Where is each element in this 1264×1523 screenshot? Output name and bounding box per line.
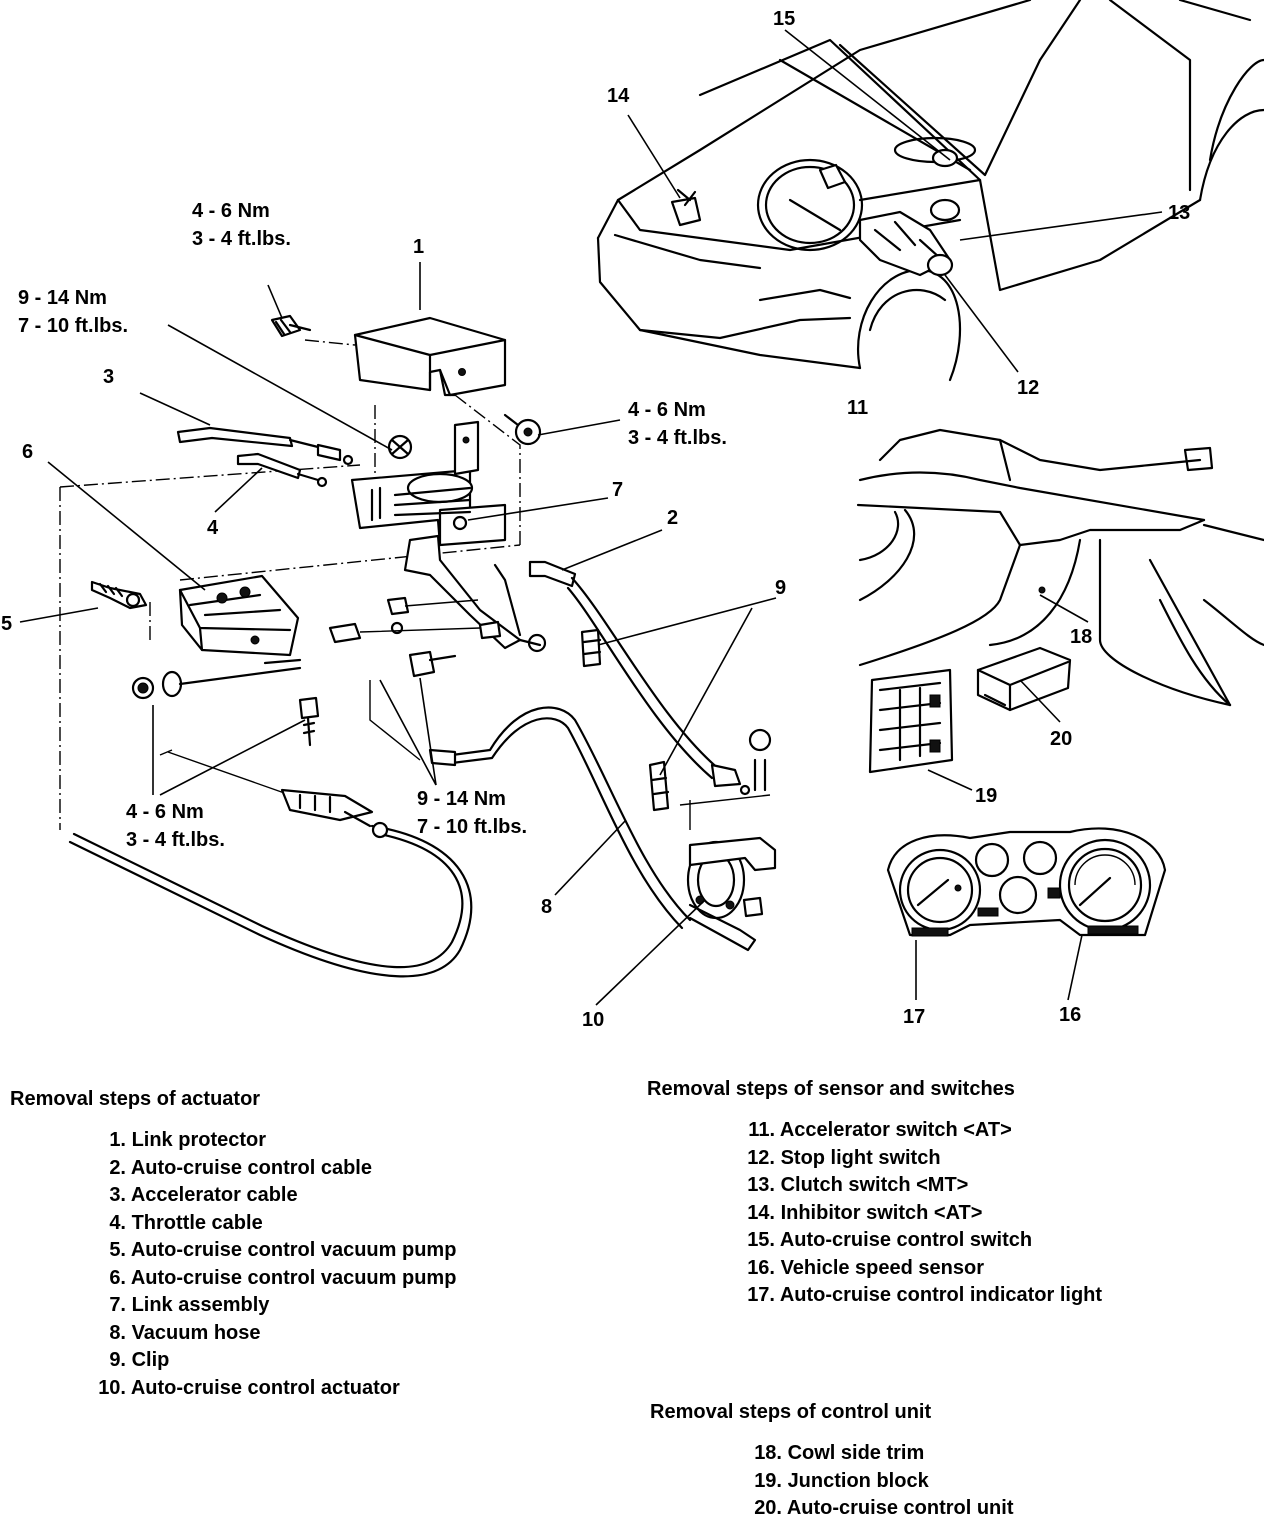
callout-8: 8	[541, 896, 552, 918]
torque-left-ft: 7 - 10 ft.lbs.	[18, 315, 128, 337]
list-item: 19. Junction block	[754, 1469, 929, 1492]
list-item: 2. Auto-cruise control cable	[109, 1156, 372, 1179]
list-item: 18. Cowl side trim	[754, 1442, 925, 1464]
list-item: 15. Auto-cruise control switch	[747, 1229, 1033, 1251]
torque-labels: 4 - 6 Nm 3 - 4 ft.lbs. 9 - 14 Nm 7 - 10 …	[18, 200, 727, 851]
actuator-removal-steps: Removal steps of actuator 1. Link protec…	[10, 1088, 456, 1402]
callout-7: 7	[612, 479, 623, 501]
link-assembly	[350, 420, 522, 650]
vacuum-pump-6	[178, 574, 302, 665]
callout-11: 11	[847, 397, 868, 419]
callout-16: 16	[1059, 1004, 1081, 1026]
list-item: 9. Clip	[109, 1349, 170, 1371]
list-item: 11. Accelerator switch <AT>	[748, 1119, 1012, 1141]
torque-bottom-mid-ft: 7 - 10 ft.lbs.	[417, 816, 527, 838]
torque-bottom-mid-nm: 9 - 14 Nm	[417, 788, 506, 810]
sensor-steps-title: Removal steps of sensor and switches	[647, 1078, 1015, 1100]
link-protector	[353, 316, 507, 397]
torque-left-nm: 9 - 14 Nm	[18, 287, 107, 309]
callout-3: 3	[103, 366, 114, 388]
list-item: 13. Clutch switch <MT>	[747, 1174, 969, 1196]
callout-10: 10	[582, 1009, 604, 1031]
actuator-steps-list: 1. Link protector 2. Auto-cruise control…	[88, 1127, 456, 1402]
callout-1: 1	[413, 236, 424, 258]
torque-top-nm: 4 - 6 Nm	[192, 200, 270, 222]
cowl-control-unit-illustration	[856, 428, 1264, 791]
list-item: 8. Vacuum hose	[109, 1321, 261, 1344]
list-item: 10. Auto-cruise control actuator	[98, 1376, 400, 1399]
torque-right-ft: 3 - 4 ft.lbs.	[628, 427, 727, 449]
callout-labels: 1 2 3 4 5 6 7 8 9 10 11 12 13 14 15 16 1…	[1, 8, 1190, 1031]
control-steps-list: 18. Cowl side trim 19. Junction block 20…	[738, 1440, 1014, 1523]
actuator-steps-title: Removal steps of actuator	[10, 1088, 261, 1110]
throttle-cable	[236, 452, 328, 488]
callout-4: 4	[207, 517, 219, 539]
list-item: 17. Auto-cruise control indicator light	[747, 1284, 1103, 1306]
torque-bottom-left-ft: 3 - 4 ft.lbs.	[126, 829, 225, 851]
vehicle-front-illustration	[596, 0, 1264, 382]
torque-right-nm: 4 - 6 Nm	[628, 399, 706, 421]
callout-6: 6	[22, 441, 33, 463]
callout-5: 5	[1, 613, 12, 635]
instrument-cluster-illustration	[886, 827, 1167, 1001]
control-steps-title: Removal steps of control unit	[650, 1401, 932, 1423]
list-item: 16. Vehicle speed sensor	[747, 1256, 984, 1279]
list-item: 3. Accelerator cable	[109, 1184, 298, 1206]
auto-cruise-control-cable	[528, 560, 751, 796]
exploded-parts-diagram: 1 2 3 4 5 6 7 8 9 10 11 12 13 14 15 16 1…	[1, 0, 1264, 1031]
list-item: 20. Auto-cruise control unit	[754, 1497, 1014, 1519]
actuator-assembly-illustration	[19, 262, 777, 1006]
bolt-lower	[298, 696, 320, 747]
list-item: 14. Inhibitor switch <AT>	[747, 1201, 983, 1224]
bolt-right	[503, 413, 542, 446]
sensor-steps-list: 11. Accelerator switch <AT> 12. Stop lig…	[735, 1117, 1102, 1310]
callout-12: 12	[1017, 377, 1039, 399]
sensor-switch-removal-steps: Removal steps of sensor and switches 11.…	[647, 1078, 1102, 1310]
list-item: 7. Link assembly	[109, 1294, 270, 1316]
list-item: 4. Throttle cable	[109, 1211, 263, 1234]
list-item: 5. Auto-cruise control vacuum pump	[109, 1239, 457, 1261]
list-item: 12. Stop light switch	[747, 1146, 941, 1169]
clip-lower	[648, 760, 670, 812]
callout-18: 18	[1070, 626, 1092, 648]
torque-top-ft: 3 - 4 ft.lbs.	[192, 228, 291, 250]
list-item: 6. Auto-cruise control vacuum pump	[109, 1266, 457, 1289]
callout-13: 13	[1168, 202, 1190, 224]
control-unit-removal-steps: Removal steps of control unit 18. Cowl s…	[650, 1401, 1014, 1523]
nut-left	[387, 434, 413, 460]
bracket-hardware	[328, 596, 547, 678]
callout-2: 2	[667, 507, 678, 529]
callout-19: 19	[975, 785, 997, 807]
list-item: 1. Link protector	[109, 1129, 267, 1151]
clip-upper	[580, 628, 602, 668]
vacuum-hose	[369, 680, 692, 930]
bolt-top	[270, 314, 312, 338]
washer-nut-set	[131, 666, 302, 700]
vacuum-pump-5	[90, 580, 148, 610]
throttle-cable-run	[68, 749, 473, 978]
callout-14: 14	[607, 85, 630, 107]
torque-bottom-left-nm: 4 - 6 Nm	[126, 801, 204, 823]
accelerator-cable	[176, 426, 354, 466]
callout-15: 15	[773, 8, 795, 30]
callout-9: 9	[775, 577, 786, 599]
auto-cruise-control-actuator	[679, 728, 777, 952]
callout-20: 20	[1050, 728, 1072, 750]
callout-17: 17	[903, 1006, 925, 1028]
